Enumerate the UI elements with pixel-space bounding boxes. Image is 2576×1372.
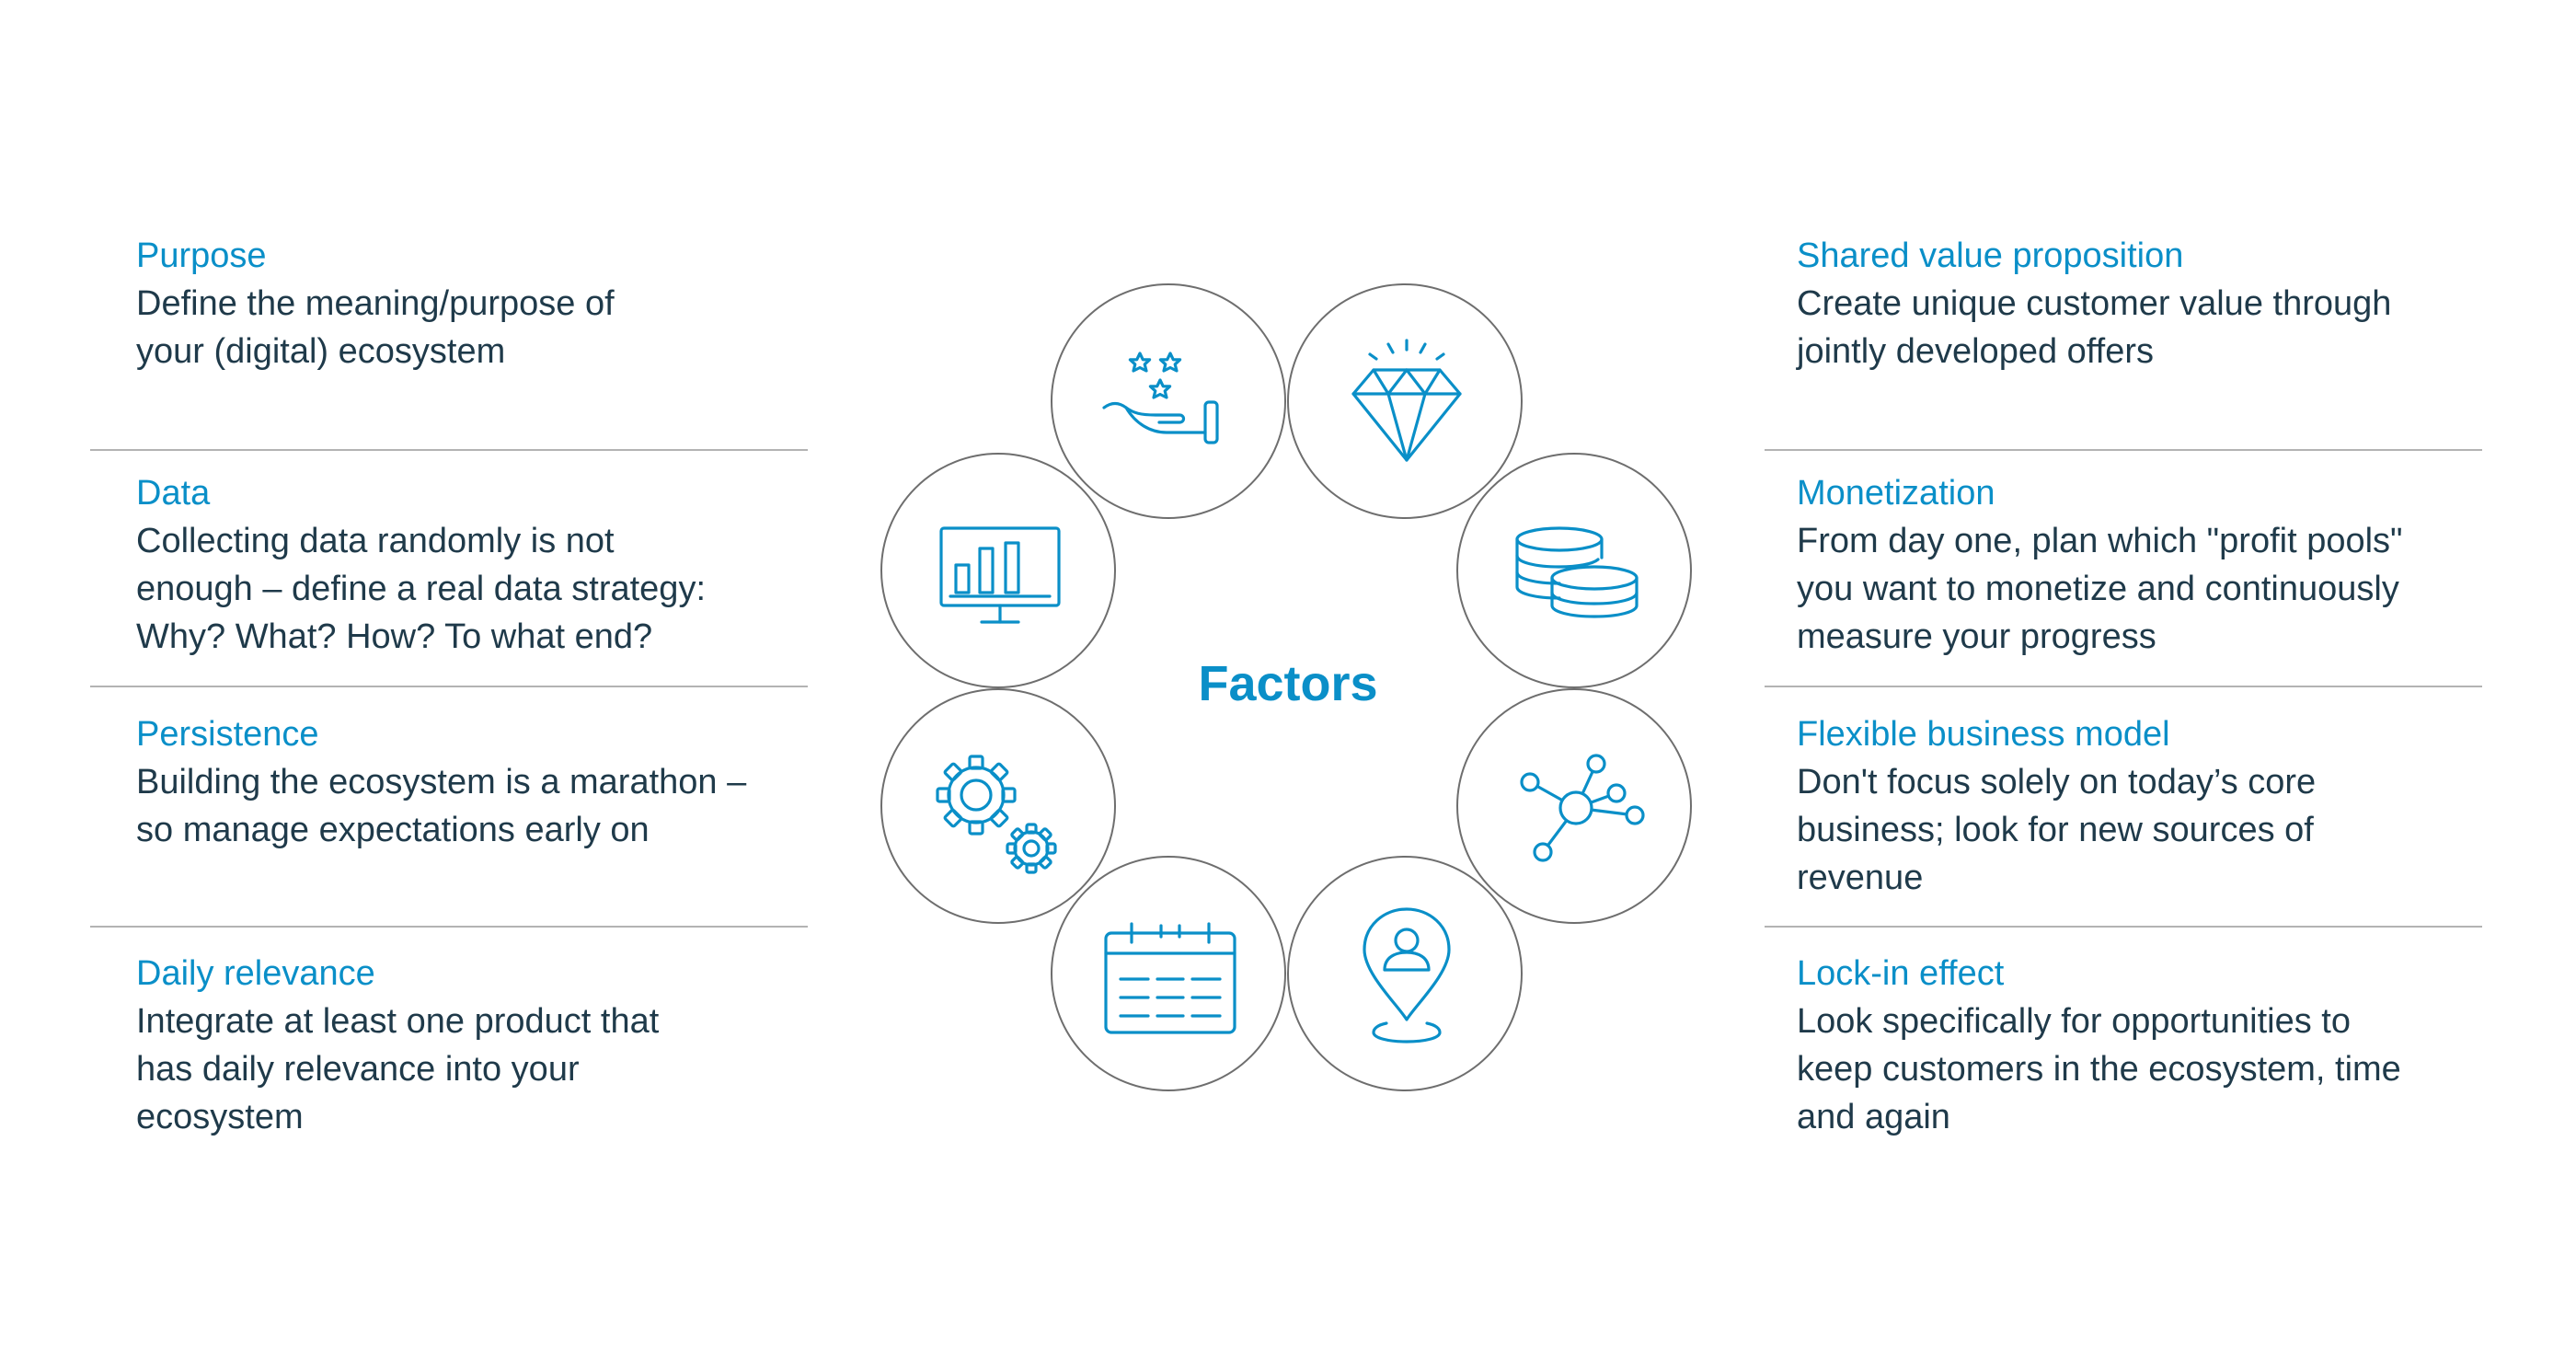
factor-title: Lock-in effect — [1797, 954, 2005, 993]
diamond-icon — [1351, 339, 1462, 462]
factor-lock-in-effect: Lock-in effect Look specifically for opp… — [1797, 950, 2404, 1141]
factor-flexible-business-model: Flexible business model Don't focus sole… — [1797, 710, 2404, 902]
circle-purpose — [1051, 283, 1286, 519]
factor-shared-value-proposition: Shared value proposition Create unique c… — [1797, 232, 2404, 375]
coins-icon — [1515, 526, 1639, 618]
location-person-icon — [1363, 907, 1451, 1043]
circle-flexible-business-model — [1456, 688, 1692, 924]
factor-title: Purpose — [136, 236, 267, 275]
factor-data: Data Collecting data randomly is not eno… — [136, 469, 743, 661]
monitor-chart-icon — [939, 526, 1061, 624]
factor-title: Flexible business model — [1797, 715, 2170, 754]
center-label: Factors — [1198, 656, 1378, 711]
factor-title: Persistence — [136, 715, 319, 754]
factor-description: Define the meaning/purpose of your (digi… — [136, 284, 615, 371]
divider — [1765, 926, 2482, 928]
factor-description: Integrate at least one product that has … — [136, 1002, 660, 1136]
network-icon — [1520, 754, 1645, 862]
circle-daily-relevance — [1051, 856, 1286, 1091]
factor-description: Don't focus solely on today’s core busin… — [1797, 763, 2317, 897]
factor-title: Daily relevance — [136, 954, 375, 993]
factor-description: Building the ecosystem is a marathon – s… — [136, 763, 747, 849]
factor-persistence: Persistence Building the ecosystem is a … — [136, 710, 746, 854]
hand-stars-icon — [1102, 352, 1219, 444]
factor-title: Data — [136, 474, 211, 513]
circle-shared-value-proposition — [1287, 283, 1523, 519]
gears-icon — [936, 755, 1057, 874]
circle-persistence — [880, 688, 1116, 924]
circle-data — [880, 453, 1116, 688]
divider — [90, 449, 808, 451]
factor-description: Create unique customer value through joi… — [1797, 284, 2392, 371]
circle-lock-in-effect — [1287, 856, 1523, 1091]
factor-title: Monetization — [1797, 474, 1995, 513]
divider — [1765, 686, 2482, 687]
divider — [1765, 449, 2482, 451]
divider — [90, 686, 808, 687]
divider — [90, 926, 808, 928]
factor-description: From day one, plan which "profit pools" … — [1797, 522, 2403, 656]
circle-monetization — [1456, 453, 1692, 688]
factor-monetization: Monetization From day one, plan which "p… — [1797, 469, 2404, 661]
factor-daily-relevance: Daily relevance Integrate at least one p… — [136, 950, 743, 1141]
factor-title: Shared value proposition — [1797, 236, 2184, 275]
factor-description: Collecting data randomly is not enough –… — [136, 522, 707, 656]
factor-purpose: Purpose Define the meaning/purpose of yo… — [136, 232, 743, 375]
factor-description: Look specifically for opportunities to k… — [1797, 1002, 2401, 1136]
calendar-icon — [1104, 922, 1236, 1034]
